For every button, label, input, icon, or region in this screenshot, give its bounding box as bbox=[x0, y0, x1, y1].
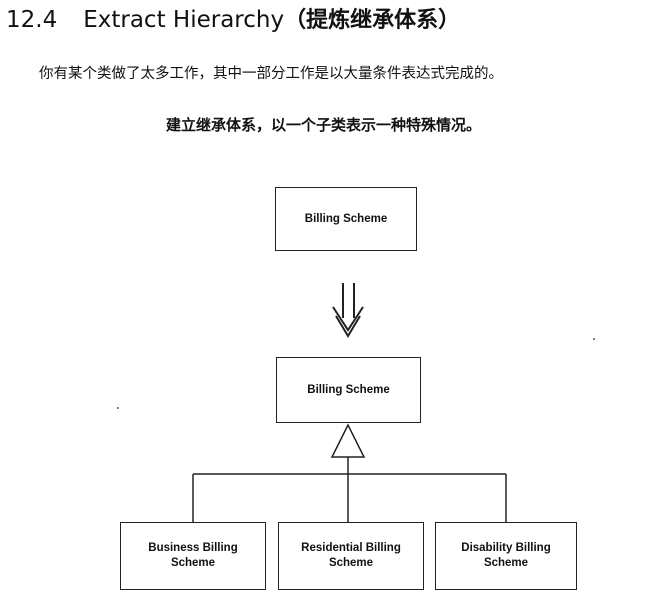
parent-box-label: Billing Scheme bbox=[307, 383, 390, 396]
business-billing-scheme-box: Business Billing Scheme bbox=[120, 522, 266, 590]
problem-statement: 你有某个类做了太多工作，其中一部分工作是以大量条件表达式完成的。 bbox=[39, 66, 503, 82]
transform-arrow-icon bbox=[332, 283, 364, 338]
scan-speck bbox=[117, 407, 119, 409]
residential-billing-scheme-box: Residential Billing Scheme bbox=[278, 522, 424, 590]
section-number: 12.4 bbox=[6, 7, 58, 33]
section-title-chinese: （提炼继承体系） bbox=[284, 8, 461, 33]
section-title: Extract Hierarchy bbox=[83, 7, 285, 33]
inheritance-triangle bbox=[330, 423, 366, 458]
subclass-label: Business Billing Scheme bbox=[148, 542, 238, 569]
billing-scheme-before-box: Billing Scheme bbox=[275, 187, 417, 251]
billing-scheme-parent-box: Billing Scheme bbox=[276, 357, 421, 423]
subclass-label: Disability Billing Scheme bbox=[461, 542, 551, 569]
scan-speck bbox=[593, 338, 595, 340]
solution-statement: 建立继承体系，以一个子类表示一种特殊情况。 bbox=[165, 116, 481, 134]
before-box-label: Billing Scheme bbox=[304, 212, 388, 225]
disability-billing-scheme-box: Disability Billing Scheme bbox=[435, 522, 577, 590]
inheritance-connectors bbox=[192, 457, 507, 522]
section-heading: 12.4 Extract Hierarchy（提炼继承体系） bbox=[6, 2, 460, 34]
subclass-label: Residential Billing Scheme bbox=[301, 542, 401, 569]
